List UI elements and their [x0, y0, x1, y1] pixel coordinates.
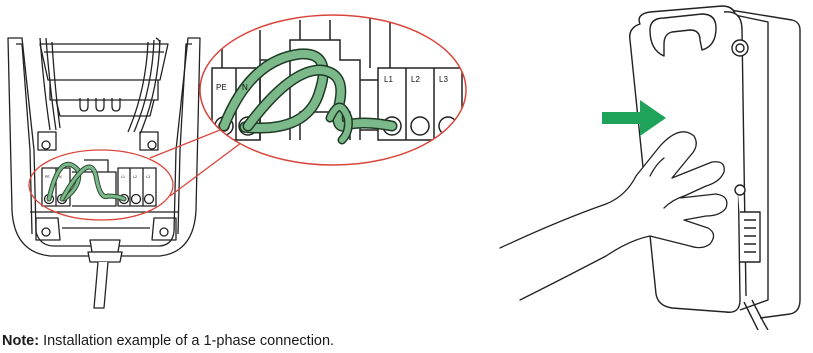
small-terminal-labels: PE N L1 L2 L3	[45, 175, 150, 179]
charger-housing-open	[7, 37, 201, 309]
zoom-l1-label: L1	[384, 75, 393, 84]
zoom-pe-label: PE	[216, 83, 227, 92]
magnifier-outline	[28, 125, 246, 221]
small-l3-label: L3	[146, 175, 150, 179]
caption-text: Installation example of a 1-phase connec…	[43, 333, 335, 349]
zoom-l3-label: L3	[439, 75, 448, 84]
small-pe-label: PE	[45, 175, 50, 179]
wires-small	[46, 161, 127, 202]
caption-prefix: Note:	[2, 333, 40, 349]
push-arrow	[602, 100, 666, 136]
caption: Note: Installation example of a 1-phase …	[2, 333, 334, 349]
small-l2-label: L2	[133, 175, 137, 179]
small-l1-label: L1	[121, 175, 125, 179]
zoom-ellipse-border	[199, 14, 467, 166]
hand-illustration	[499, 131, 728, 301]
zoom-detail: PE N L1 L2 L3	[200, 15, 466, 165]
zoom-l2-label: L2	[411, 75, 420, 84]
installation-diagram: PE N L1 L2 L3	[7, 5, 801, 330]
small-n-label: N	[59, 175, 62, 179]
zoom-n-label: N	[242, 83, 248, 92]
